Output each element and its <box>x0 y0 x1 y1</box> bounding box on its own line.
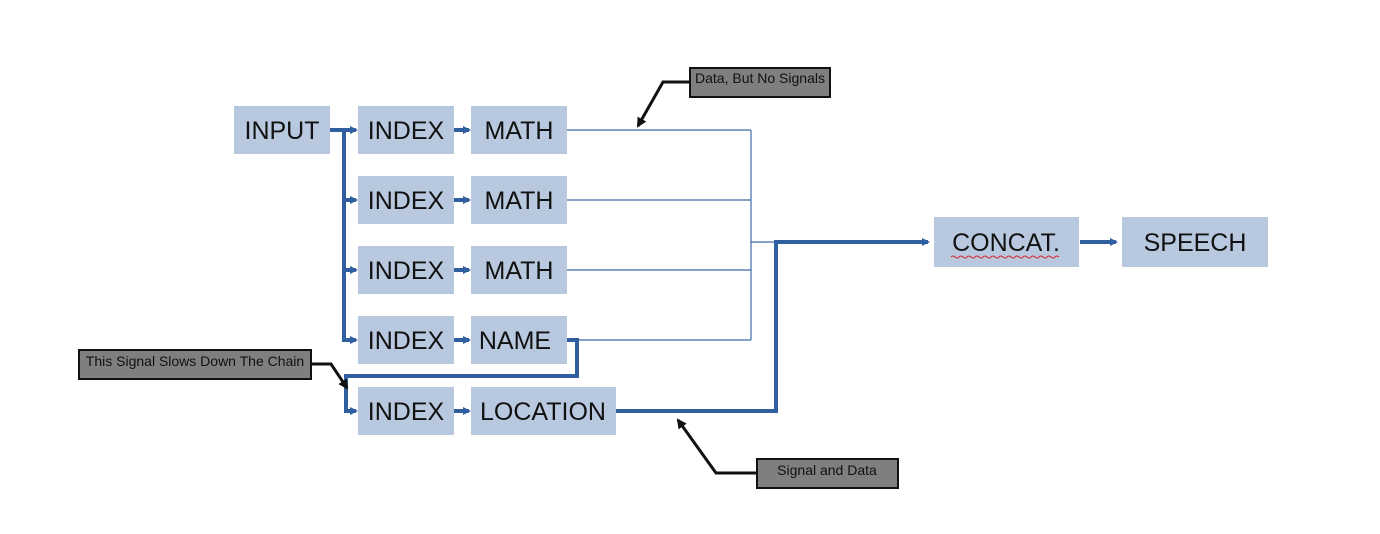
callout-signal-and-data-arrow <box>676 418 757 475</box>
node-index-1: INDEX <box>358 106 454 154</box>
node-index-2: INDEX <box>358 176 454 224</box>
node-index-4: INDEX <box>358 316 454 364</box>
callout-signal-slows-chain-text: This Signal Slows Down The Chain <box>86 353 304 369</box>
node-index-2-label: INDEX <box>368 187 445 215</box>
node-index-4-label: INDEX <box>368 327 445 355</box>
callout-signal-slows-chain: This Signal Slows Down The Chain <box>78 349 349 390</box>
node-location: LOCATION <box>471 387 616 435</box>
node-concat-label: CONCAT. <box>952 229 1060 257</box>
node-index-3-label: INDEX <box>368 257 445 285</box>
node-math-1: MATH <box>471 106 567 154</box>
node-name: NAME <box>471 316 567 364</box>
callout-signal-slows-chain-arrow <box>311 362 349 390</box>
node-math-3: MATH <box>471 246 567 294</box>
callout-data-no-signals-arrow <box>636 80 690 128</box>
callout-signal-and-data-text: Signal and Data <box>777 462 877 478</box>
node-concat: CONCAT. <box>934 217 1079 267</box>
node-name-label: NAME <box>479 327 551 355</box>
node-speech: SPEECH <box>1122 217 1268 267</box>
node-index-5-label: INDEX <box>368 398 445 426</box>
node-index-1-label: INDEX <box>368 117 445 145</box>
signal-lines <box>330 126 1118 415</box>
node-math-2: MATH <box>471 176 567 224</box>
node-math-2-label: MATH <box>485 187 554 215</box>
node-math-1-label: MATH <box>485 117 554 145</box>
node-input-label: INPUT <box>245 117 320 145</box>
spellcheck-underline <box>950 255 1060 259</box>
data-lines <box>567 129 776 341</box>
node-location-label: LOCATION <box>480 398 606 426</box>
signal-name-to-index-5 <box>344 338 579 415</box>
callout-signal-and-data: Signal and Data <box>676 418 899 489</box>
node-input: INPUT <box>234 106 330 154</box>
node-speech-label: SPEECH <box>1144 229 1247 257</box>
node-math-3-label: MATH <box>485 257 554 285</box>
node-index-3: INDEX <box>358 246 454 294</box>
node-index-5: INDEX <box>358 387 454 435</box>
signal-location-to-concat <box>616 238 930 413</box>
callout-data-no-signals: Data, But No Signals <box>636 67 831 128</box>
callout-data-no-signals-text: Data, But No Signals <box>695 70 825 86</box>
